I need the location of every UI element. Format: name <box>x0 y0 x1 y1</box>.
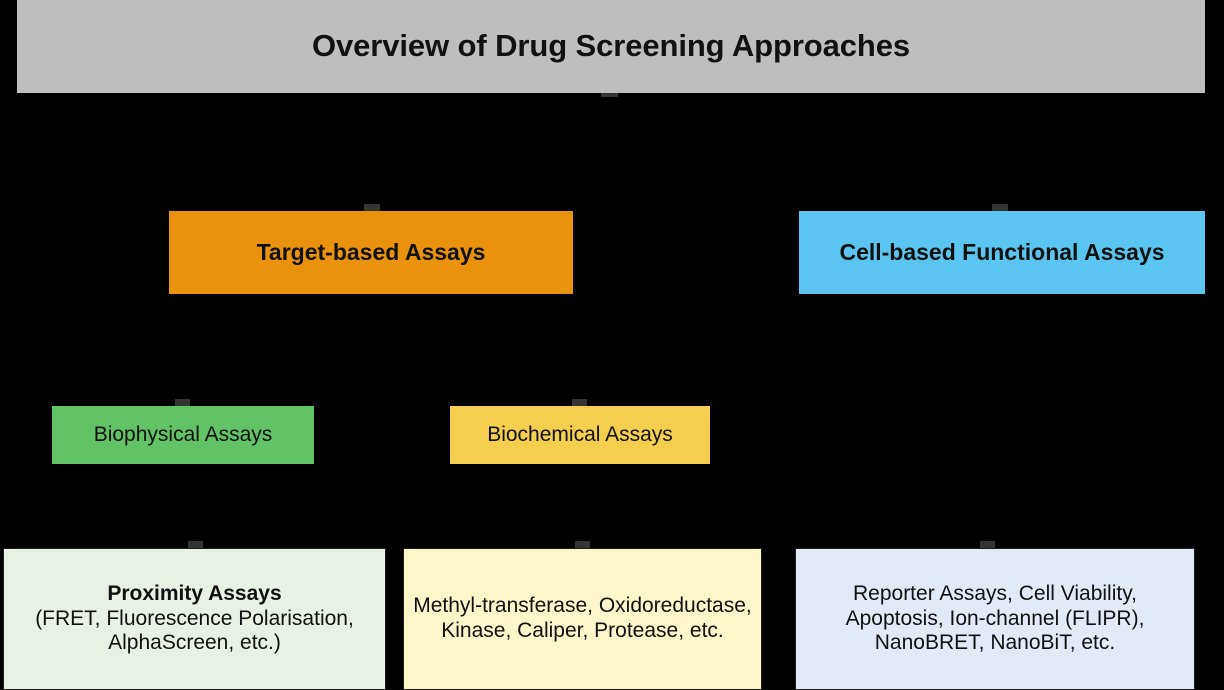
page-title: Overview of Drug Screening Approaches <box>311 28 911 64</box>
connector-target-up <box>364 204 380 211</box>
node-target-based-assays[interactable]: Target-based Assays <box>169 211 573 294</box>
node-biochemical-detail[interactable]: Methyl-transferase, Oxidoreductase, Kina… <box>403 548 762 690</box>
connector-proximity-up <box>188 541 203 549</box>
node-label-biophysical: Biophysical Assays <box>93 422 273 446</box>
node-label-cell-based: Cell-based Functional Assays <box>839 238 1165 265</box>
diagram-title-banner: Overview of Drug Screening Approaches <box>17 0 1205 93</box>
node-cell-based-detail[interactable]: Reporter Assays, Cell Viability, Apoptos… <box>795 548 1195 690</box>
connector-cell-up <box>992 204 1008 211</box>
node-biophysical-assays[interactable]: Biophysical Assays <box>52 406 314 464</box>
detail-body-proximity: (FRET, Fluorescence Polarisation, AlphaS… <box>35 606 354 655</box>
connector-cell-detail-up <box>980 541 995 549</box>
node-label-biochemical: Biochemical Assays <box>487 422 673 446</box>
connector-biophysical-up <box>175 399 190 406</box>
detail-heading-proximity: Proximity Assays <box>107 581 282 605</box>
detail-body-cell-based: Reporter Assays, Cell Viability, Apoptos… <box>845 581 1145 655</box>
node-proximity-assays-detail[interactable]: Proximity Assays (FRET, Fluorescence Pol… <box>3 548 386 690</box>
connector-biochemical-up <box>572 399 587 406</box>
connector-biochem-detail-up <box>575 541 590 549</box>
node-biochemical-assays[interactable]: Biochemical Assays <box>450 406 710 464</box>
node-cell-based-functional-assays[interactable]: Cell-based Functional Assays <box>799 211 1205 294</box>
node-label-target-based: Target-based Assays <box>256 238 486 265</box>
detail-body-biochemical: Methyl-transferase, Oxidoreductase, Kina… <box>413 594 752 642</box>
connector-title-down <box>601 93 618 97</box>
